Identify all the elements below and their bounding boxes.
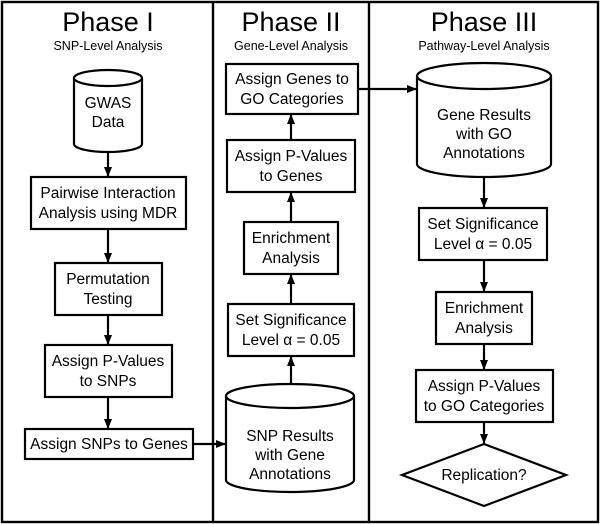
significance-3-line-2: Level α = 0.05 — [434, 236, 532, 253]
node-snp-results: SNP Results with Gene Annotations — [224, 382, 356, 494]
node-gene-results: Gene Results with GO Annotations — [415, 61, 553, 179]
genes-to-go-line-2: GO Categories — [240, 91, 344, 108]
node-gwas-data: GWAS Data — [72, 68, 144, 154]
gene-results-line-1: Gene Results — [437, 107, 531, 124]
pvalues-snps-line-1: Assign P-Values — [52, 353, 165, 370]
enrichment-2-line-2: Analysis — [262, 250, 320, 267]
node-permutation: Permutation Testing — [53, 261, 164, 317]
significance-3-line-1: Set Significance — [427, 216, 538, 233]
gene-results-line-2: with GO — [455, 126, 512, 143]
enrichment-3-line-2: Analysis — [455, 320, 513, 337]
node-enrichment-3: Enrichment Analysis — [434, 290, 534, 346]
pvalues-snps-line-2: to SNPs — [80, 373, 137, 390]
pvalues-go-line-2: to GO Categories — [424, 398, 545, 415]
node-significance-2: Set Significance Level α = 0.05 — [226, 302, 356, 358]
snp-results-line-2: with Gene — [254, 447, 325, 464]
snp-results-line-1: SNP Results — [246, 428, 334, 445]
node-pvalues-snps: Assign P-Values to SNPs — [43, 343, 174, 399]
permutation-line-2: Testing — [83, 291, 132, 308]
phase-2-subtitle: Gene-Level Analysis — [234, 39, 348, 53]
phase-2-title: Phase II — [241, 7, 340, 37]
snps-to-genes-line-1: Assign SNPs to Genes — [30, 436, 188, 453]
node-pvalues-genes: Assign P-Values to Genes — [225, 138, 357, 194]
significance-2-line-1: Set Significance — [235, 312, 346, 329]
gwas-data-line-1: GWAS — [85, 95, 132, 112]
phase-3-title: Phase III — [431, 7, 538, 37]
node-pairwise-mdr: Pairwise Interaction Analysis using MDR — [29, 175, 188, 231]
phase-3-subtitle: Pathway-Level Analysis — [418, 39, 549, 53]
significance-2-line-2: Level α = 0.05 — [242, 332, 340, 349]
node-genes-to-go: Assign Genes to GO Categories — [224, 62, 360, 116]
gwas-data-line-2: Data — [92, 114, 125, 131]
gene-results-line-3: Annotations — [443, 145, 525, 162]
permutation-line-1: Permutation — [66, 271, 150, 288]
pvalues-genes-line-1: Assign P-Values — [235, 148, 348, 165]
node-snps-to-genes: Assign SNPs to Genes — [23, 427, 195, 461]
phase-1-subtitle: SNP-Level Analysis — [53, 39, 162, 53]
pairwise-mdr-line-1: Pairwise Interaction — [40, 185, 175, 202]
snp-results-line-3: Annotations — [249, 466, 331, 483]
enrichment-2-line-1: Enrichment — [252, 230, 331, 247]
node-enrichment-2: Enrichment Analysis — [242, 220, 340, 276]
node-replication: Replication? — [398, 442, 570, 508]
pvalues-genes-line-2: to Genes — [260, 168, 323, 185]
phase-1-title: Phase I — [62, 7, 154, 37]
enrichment-3-line-1: Enrichment — [445, 300, 524, 317]
replication-label: Replication? — [441, 467, 527, 484]
pairwise-mdr-line-2: Analysis using MDR — [39, 205, 178, 222]
genes-to-go-line-1: Assign Genes to — [235, 71, 349, 88]
node-significance-3: Set Significance Level α = 0.05 — [417, 206, 549, 262]
pvalues-go-line-1: Assign P-Values — [428, 378, 541, 395]
node-pvalues-go: Assign P-Values to GO Categories — [414, 368, 555, 424]
